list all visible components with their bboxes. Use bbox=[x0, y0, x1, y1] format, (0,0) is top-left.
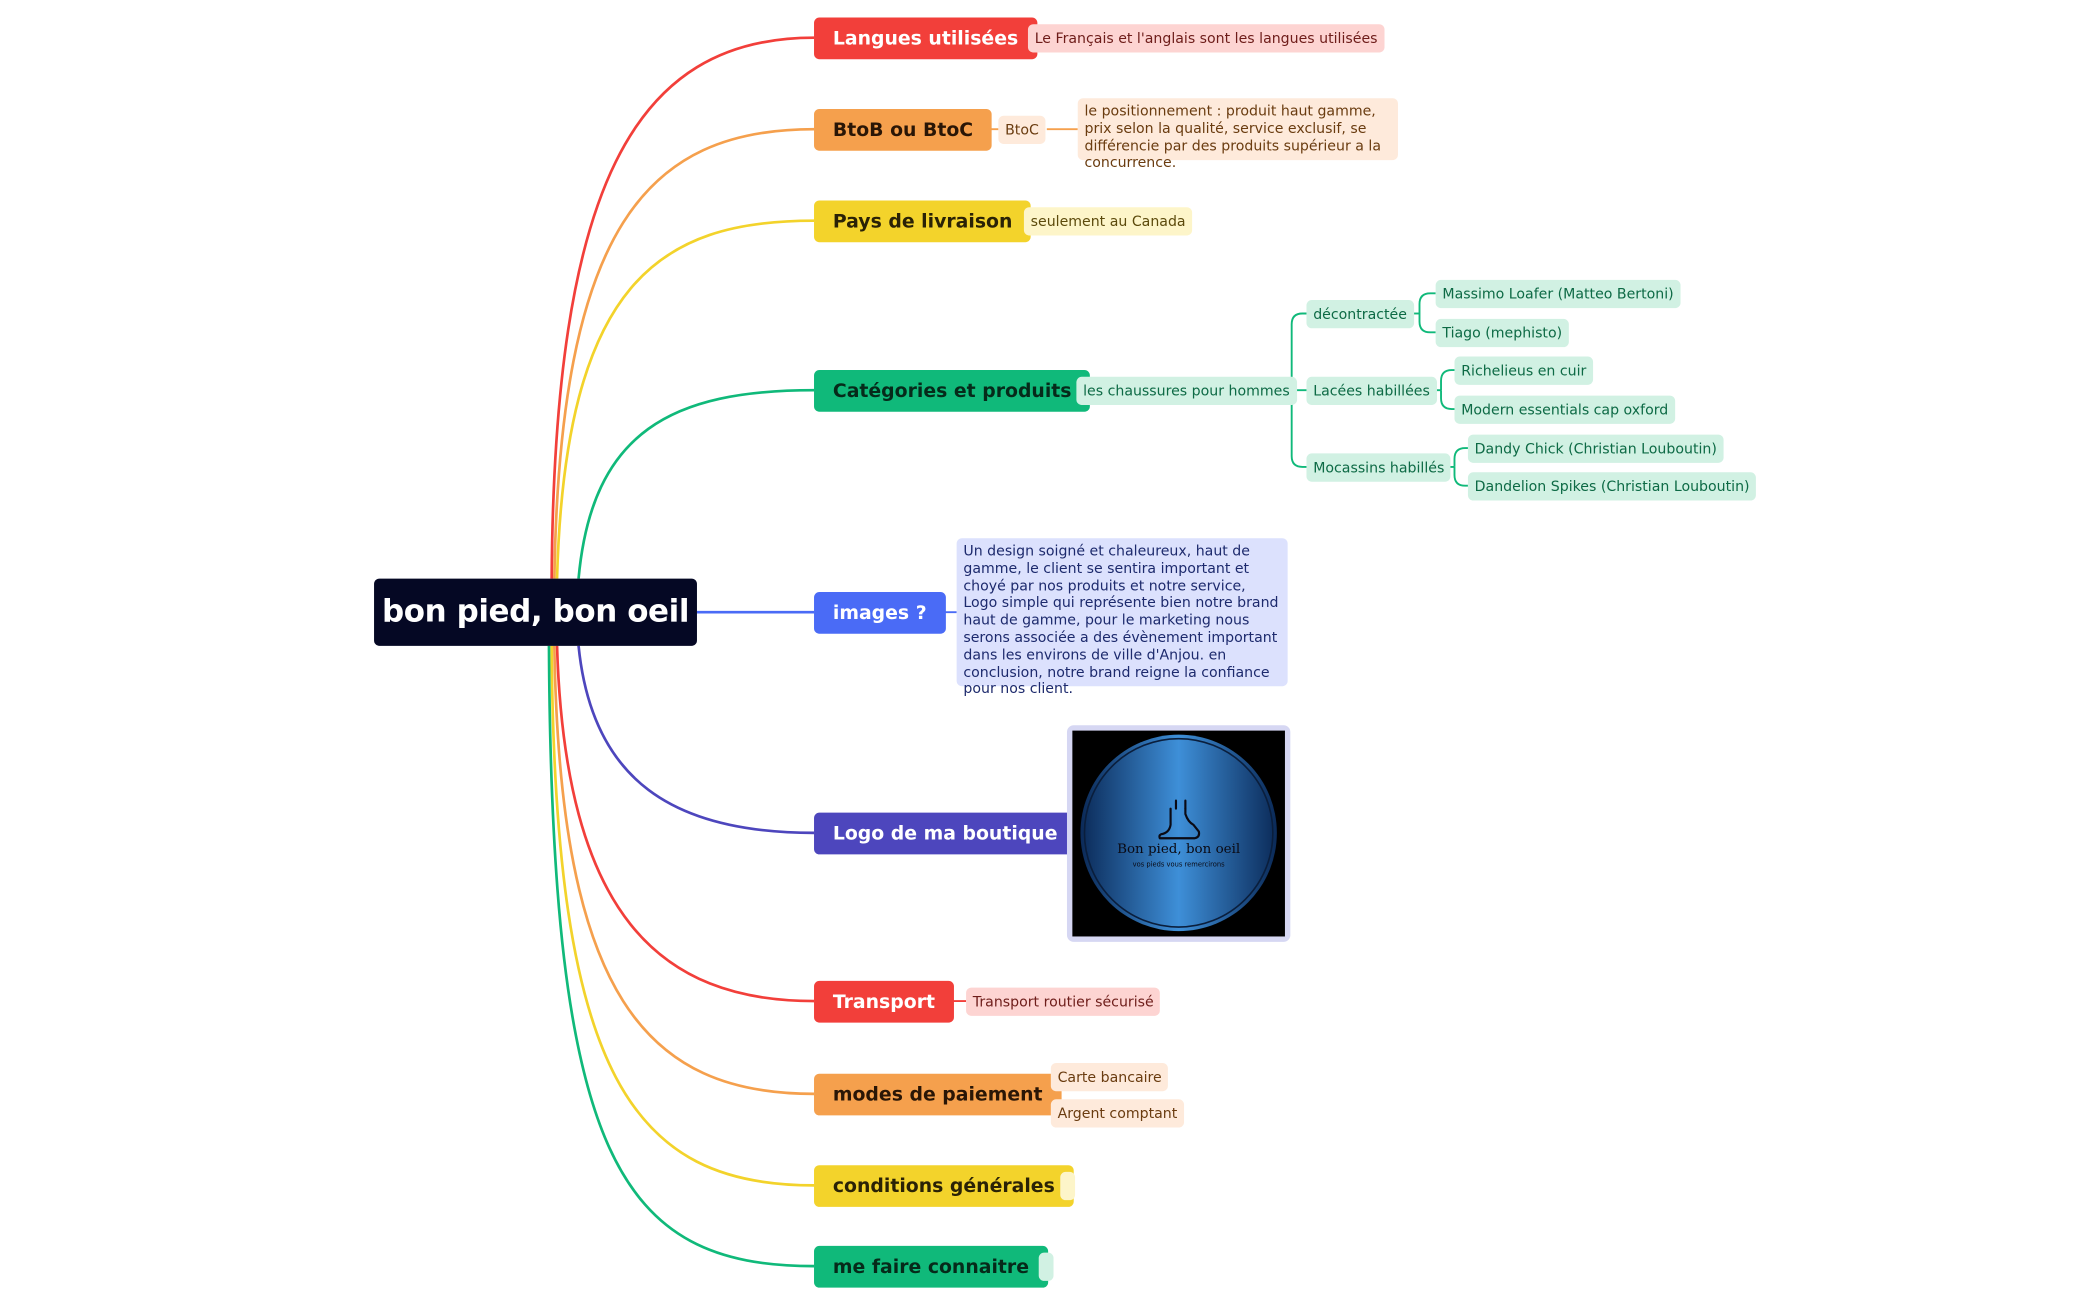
product-item[interactable]: Dandelion Spikes (Christian Louboutin) bbox=[1467, 472, 1757, 501]
connector-connaitre bbox=[547, 645, 815, 1268]
connector-langues bbox=[550, 36, 815, 579]
connector-transport bbox=[555, 645, 815, 1003]
root-node[interactable]: bon pied, bon oeil bbox=[374, 578, 697, 646]
product-item[interactable]: Tiago (mephisto) bbox=[1435, 318, 1569, 348]
connector-categories bbox=[577, 388, 815, 579]
connector-btob bbox=[553, 127, 815, 579]
product-item[interactable]: Dandy Chick (Christian Louboutin) bbox=[1467, 434, 1724, 463]
logo-tagline: vos pieds vous remercirons bbox=[1133, 861, 1225, 869]
note-transport[interactable]: Transport routier sécurisé bbox=[966, 987, 1161, 1016]
logo-graphic: Bon pied, bon oeil vos pieds vous remerc… bbox=[1080, 734, 1277, 932]
branch-transport[interactable]: Transport bbox=[814, 980, 954, 1023]
branch-connaitre[interactable]: me faire connaitre bbox=[814, 1245, 1048, 1288]
group-lacees-habillees[interactable]: Lacées habillées bbox=[1306, 376, 1437, 405]
logo-circle bbox=[1080, 734, 1277, 932]
product-item[interactable]: Massimo Loafer (Matteo Bertoni) bbox=[1435, 279, 1681, 309]
branch-pays[interactable]: Pays de livraison bbox=[814, 200, 1032, 243]
branch-conditions[interactable]: conditions générales bbox=[814, 1165, 1074, 1207]
note-pays[interactable]: seulement au Canada bbox=[1023, 207, 1193, 236]
branch-paiement[interactable]: modes de paiement bbox=[814, 1073, 1062, 1116]
branch-langues[interactable]: Langues utilisées bbox=[814, 17, 1038, 60]
logo-image-content: Bon pied, bon oeil vos pieds vous remerc… bbox=[1072, 730, 1285, 937]
sub-chaussures-hommes[interactable]: les chaussures pour hommes bbox=[1076, 376, 1297, 405]
note-langues[interactable]: Le Français et l'anglais sont les langue… bbox=[1027, 24, 1385, 53]
logo-image[interactable]: Bon pied, bon oeil vos pieds vous remerc… bbox=[1066, 725, 1291, 942]
branch-logo[interactable]: Logo de ma boutique bbox=[814, 812, 1077, 855]
payment-item[interactable]: Carte bancaire bbox=[1050, 1062, 1169, 1092]
connector-paiement bbox=[553, 645, 815, 1096]
logo-title: Bon pied, bon oeil bbox=[1117, 842, 1240, 857]
empty-child-node[interactable] bbox=[1038, 1252, 1054, 1281]
product-item[interactable]: Modern essentials cap oxford bbox=[1454, 395, 1676, 424]
branch-images[interactable]: images ? bbox=[814, 592, 946, 634]
group-decontractee[interactable]: décontractée bbox=[1306, 300, 1414, 329]
branch-btob[interactable]: BtoB ou BtoC bbox=[814, 108, 992, 151]
note-positionnement[interactable]: le positionnement : produit haut gamme, … bbox=[1077, 98, 1398, 171]
foot-icon bbox=[1158, 799, 1201, 840]
group-mocassins-habilles[interactable]: Mocassins habillés bbox=[1306, 453, 1452, 482]
product-item[interactable]: Richelieus en cuir bbox=[1454, 356, 1594, 385]
note-images[interactable]: Un design soigné et chaleureux, haut de … bbox=[956, 538, 1288, 697]
connector-pays bbox=[555, 219, 815, 579]
payment-item[interactable]: Argent comptant bbox=[1050, 1099, 1184, 1128]
connector-conditions bbox=[550, 645, 815, 1187]
branch-categories[interactable]: Catégories et produits bbox=[814, 370, 1091, 412]
empty-child-node[interactable] bbox=[1060, 1171, 1076, 1201]
connector-logo bbox=[577, 645, 815, 835]
answer-btoc[interactable]: BtoC bbox=[998, 115, 1046, 144]
